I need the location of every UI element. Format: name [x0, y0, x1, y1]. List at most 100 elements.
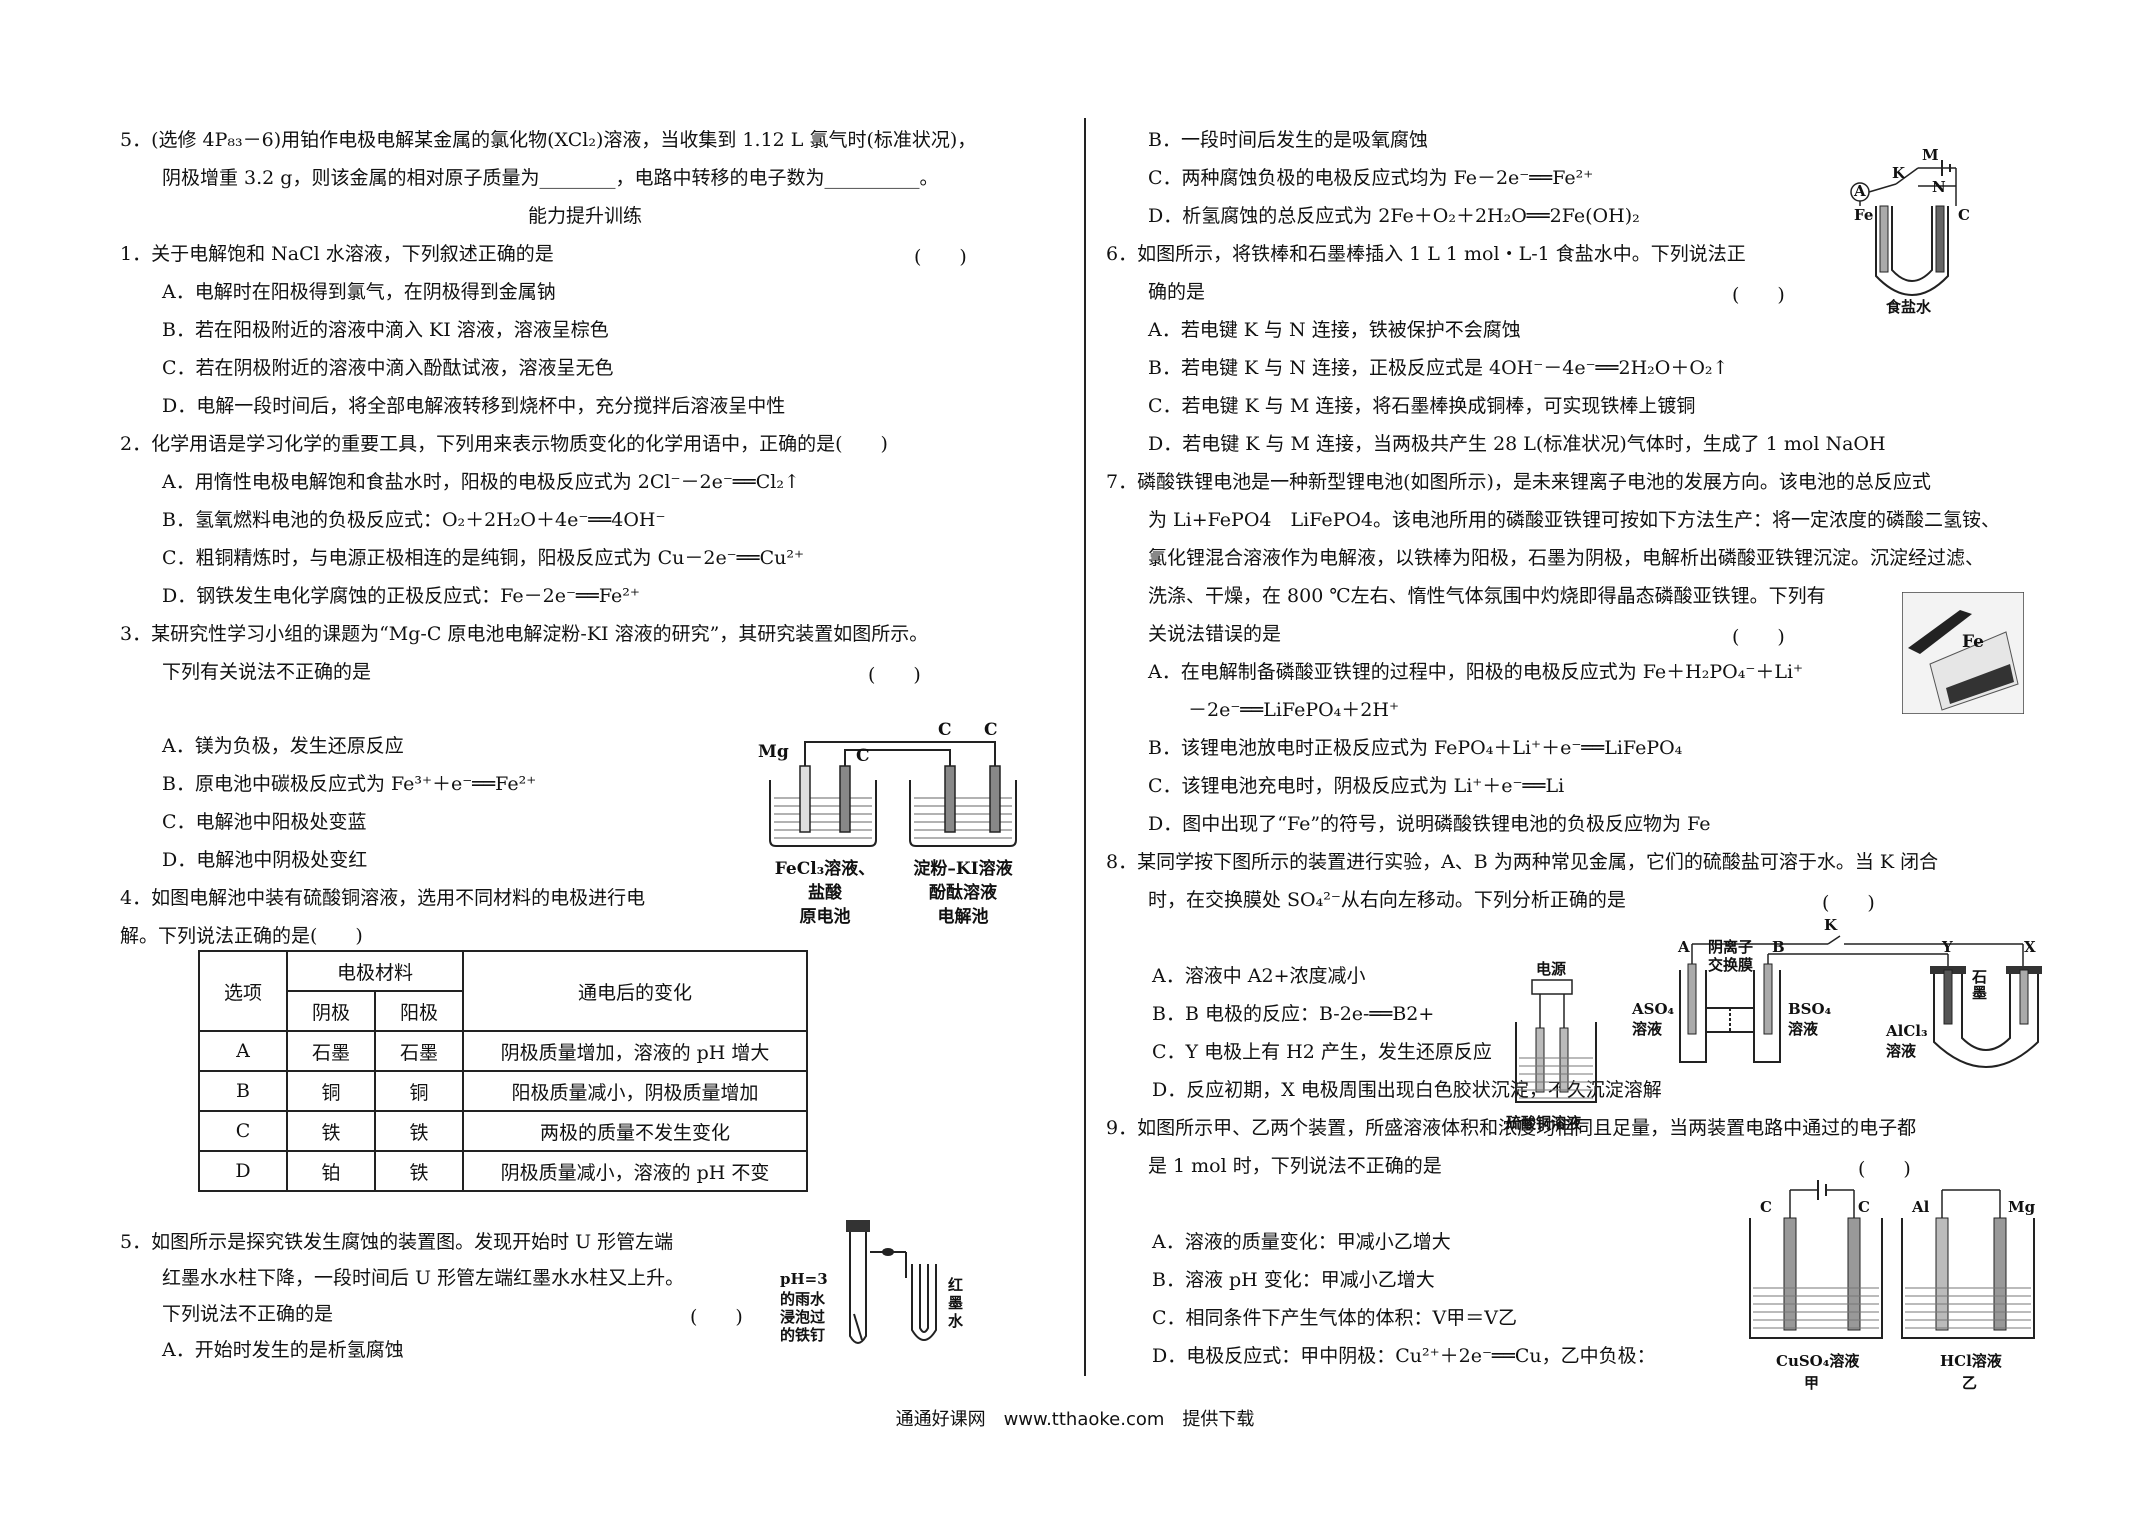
q1-option-a: A．电解时在阳极得到氯气，在阴极得到金属钠 [162, 281, 556, 303]
q5-label-2: 的雨水 [780, 1290, 826, 1308]
q5-line2: 阴极增重 3.2 g，则该金属的相对原子质量为________，电路中转移的电子… [162, 167, 939, 189]
q9-option-d: D．电极反应式：甲中阴极：Cu²⁺＋2e⁻══Cu，乙中负极： [1152, 1345, 1656, 1367]
q1-stem: 1．关于电解饱和 NaCl 水溶液，下列叙述正确的是 [120, 243, 554, 265]
table-row: C 铁 铁 两极的质量不发生变化 [198, 1110, 808, 1152]
q6-stem-line1: 6．如图所示，将铁棒和石墨棒插入 1 L 1 mol・L-1 食盐水中。下列说法… [1106, 243, 1746, 265]
q3-mg-label: Mg [758, 742, 789, 762]
q8-membrane-label-2: 交换膜 [1708, 956, 1754, 974]
q8-apparatus-figure: A B K Y X 阴离子 交换膜 ASO₄ 溶液 BSO₄ 溶液 AlCl₃ … [1632, 916, 2044, 1080]
q5-ink-label-3: 水 [948, 1312, 964, 1330]
q3-caption-galvanic-l2: 盐酸 [808, 883, 842, 903]
table-header-anode: 阳极 [374, 990, 464, 1032]
q2-option-c: C．粗铜精炼时，与电源正极相连的是纯铜，阳极反应式为 Cu－2e⁻══Cu²⁺ [162, 547, 805, 569]
q8-alcl3-label-2: 溶液 [1886, 1042, 1917, 1060]
q6-answer-paren: ( ) [1732, 284, 1785, 306]
q3-option-c: C．电解池中阳极处变蓝 [162, 811, 367, 833]
q8-y-label: Y [1942, 938, 1953, 956]
q8-option-d: D．反应初期，X 电极周围出现白色胶状沉淀，不久沉淀溶解 [1152, 1079, 1662, 1101]
q7-stem-line3: 氯化锂混合溶液作为电解液，以铁棒为阳极，石墨为阴极，电解析出磷酸亚铁锂沉淀。沉淀… [1148, 547, 1985, 569]
q8-graphite-label-1: 石 [1972, 968, 1988, 986]
table-row: B 铜 铜 阳极质量减小，阴极质量增加 [198, 1070, 808, 1112]
table-cell-option: C [198, 1110, 288, 1152]
q6-apparatus-drawing [1850, 160, 1957, 296]
q4-options-table: 选项 电极材料 通电后的变化 阴极 阳极 A 石墨 石墨 阴极质量增加，溶液的 … [198, 950, 808, 1192]
q6-fe-label: Fe [1854, 206, 1874, 224]
q8-a-label: A [1678, 938, 1690, 956]
q3-c-label-2: C [938, 720, 952, 740]
q5-option-d: D．析氢腐蚀的总反应式为 2Fe＋O₂＋2H₂O══2Fe(OH)₂ [1148, 205, 1640, 227]
q7-stem-line1: 7．磷酸铁锂电池是一种新型锂电池(如图所示)，是未来锂离子电池的发展方向。该电池… [1106, 471, 1931, 493]
table-cell-anode: 铜 [374, 1070, 464, 1112]
q8-alcl3-label-1: AlCl₃ [1886, 1022, 1928, 1040]
q3-caption-galvanic-l3: 原电池 [799, 907, 851, 927]
q5b-stem-line1: 5．如图所示是探究铁发生腐蚀的装置图。发现开始时 U 形管左端 [120, 1231, 674, 1253]
q3-stem-line2: 下列有关说法不正确的是 [162, 661, 372, 683]
q1-option-b: B．若在阳极附近的溶液中滴入 KI 溶液，溶液呈棕色 [162, 319, 609, 341]
q6-ammeter-label: A [1854, 182, 1866, 200]
q6-option-d: D．若电键 K 与 M 连接，当两极共产生 28 L(标准状况)气体时，生成了 … [1148, 433, 1886, 455]
q5b-answer-paren: ( ) [690, 1306, 743, 1328]
q9-option-a: A．溶液的质量变化：甲减小乙增大 [1152, 1231, 1451, 1253]
q9-option-c: C．相同条件下产生气体的体积：V甲＝V乙 [1152, 1307, 1517, 1329]
q5b-option-a: A．开始时发生的是析氢腐蚀 [162, 1339, 404, 1361]
q5-option-b: B．一段时间后发生的是吸氧腐蚀 [1148, 129, 1428, 151]
q5-label-3: 浸泡过 [780, 1308, 826, 1326]
q8-graphite-label-2: 墨 [1972, 984, 1988, 1002]
q5-corrosion-drawing [846, 1220, 937, 1344]
q6-caption: 食盐水 [1886, 298, 1932, 316]
q7-stem-line5: 关说法错误的是 [1148, 623, 1282, 645]
table-cell-anode: 石墨 [374, 1030, 464, 1072]
q6-k-label: K [1892, 164, 1906, 182]
column-divider [1084, 118, 1086, 1376]
q7-battery-figure: Fe [1902, 592, 2024, 714]
table-cell-change: 阴极质量减小，溶液的 pH 不变 [462, 1150, 808, 1192]
q2-option-b: B．氢氧燃料电池的负极反应式：O₂＋2H₂O＋4e⁻══4OH⁻ [162, 509, 666, 531]
table-cell-cathode: 铁 [286, 1110, 376, 1152]
q9-al-label: Al [1912, 1198, 1930, 1216]
q4-electrolysis-drawing [1515, 979, 1597, 1103]
q3-apparatus-figure: Mg C C C FeCl₃溶液、 盐酸 原电池 淀粉–KI溶液 酚酞溶液 电解… [758, 720, 1020, 927]
q7-stem-line2: 为 Li+FePO4 LiFePO4。该电池所用的磷酸亚铁锂可按如下方法生产：将… [1148, 509, 2001, 531]
q9-caption-yi: 乙 [1962, 1374, 1978, 1392]
q6-option-b: B．若电键 K 与 N 连接，正极反应式是 4OH⁻－4e⁻══2H₂O＋O₂↑ [1148, 357, 1729, 379]
table-cell-cathode: 石墨 [286, 1030, 376, 1072]
q1-option-d: D．电解一段时间后，将全部电解液转移到烧杯中，充分搅拌后溶液呈中性 [162, 395, 786, 417]
q7-option-b: B．该锂电池放电时正极反应式为 FePO₄＋Li⁺＋e⁻══LiFePO₄ [1148, 737, 1683, 759]
q5-label-1: pH=3 [780, 1270, 828, 1288]
q7-battery-drawing [1902, 592, 2024, 714]
q5-option-c: C．两种腐蚀负极的电极反应式均为 Fe－2e⁻══Fe²⁺ [1148, 167, 1594, 189]
q9-apparatus-drawing [1749, 1180, 2035, 1339]
q9-stem-line2: 是 1 mol 时，下列说法不正确的是 [1148, 1155, 1442, 1177]
q6-apparatus-figure: M K N A Fe C 食盐水 [1846, 146, 1986, 316]
q2-option-a: A．用惰性电极电解饱和食盐水时，阳极的电极反应式为 2Cl⁻－2e⁻══Cl₂↑ [162, 471, 800, 493]
table-cell-cathode: 铂 [286, 1150, 376, 1192]
q5b-stem-line3: 下列说法不正确的是 [162, 1303, 334, 1325]
q8-option-b: B．B 电极的反应：B-2e-══B2+ [1152, 1003, 1435, 1025]
q1-answer-paren: ( ) [914, 246, 967, 268]
q3-answer-paren: ( ) [868, 664, 921, 686]
q4-electrolysis-figure: 电源 硫酸铜溶液 [1506, 960, 1610, 1132]
q7-option-a-line2: －2e⁻══LiFePO₄＋2H⁺ [1188, 699, 1399, 721]
q8-apparatus-drawing [1679, 935, 2042, 1068]
q5-corrosion-figure: pH=3 的雨水 浸泡过 的铁钉 红 墨 水 [778, 1218, 1008, 1358]
q6-c-label: C [1958, 206, 1970, 224]
q3-caption-electrolytic-l1: 淀粉–KI溶液 [913, 859, 1013, 879]
q7-stem-line4: 洗涤、干燥，在 800 ℃左右、惰性气体氛围中灼烧即得晶态磷酸亚铁锂。下列有 [1148, 585, 1826, 607]
q9-option-b: B．溶液 pH 变化：甲减小乙增大 [1152, 1269, 1435, 1291]
q6-n-label: N [1932, 178, 1946, 196]
q8-membrane-label-1: 阴离子 [1708, 938, 1754, 956]
q7-option-d: D．图中出现了“Fe”的符号，说明磷酸铁锂电池的负极反应物为 Fe [1148, 813, 1711, 835]
q1-option-c: C．若在阴极附近的溶液中滴入酚酞试液，溶液呈无色 [162, 357, 614, 379]
q6-option-c: C．若电键 K 与 M 连接，将石墨棒换成铜棒，可实现铁棒上镀铜 [1148, 395, 1696, 417]
q9-mg-label: Mg [2008, 1198, 2036, 1216]
q9-caption-cuso4: CuSO₄溶液 [1776, 1352, 1860, 1370]
q9-caption-jia: 甲 [1804, 1374, 1820, 1392]
table-header-option: 选项 [198, 950, 288, 1032]
q3-c-label-1: C [856, 746, 870, 766]
q6-option-a: A．若电键 K 与 N 连接，铁被保护不会腐蚀 [1148, 319, 1521, 341]
q5-ink-label-1: 红 [948, 1276, 964, 1294]
table-cell-change: 两极的质量不发生变化 [462, 1110, 808, 1152]
table-header-material: 电极材料 [286, 950, 464, 992]
q7-fe-label: Fe [1962, 632, 1984, 652]
